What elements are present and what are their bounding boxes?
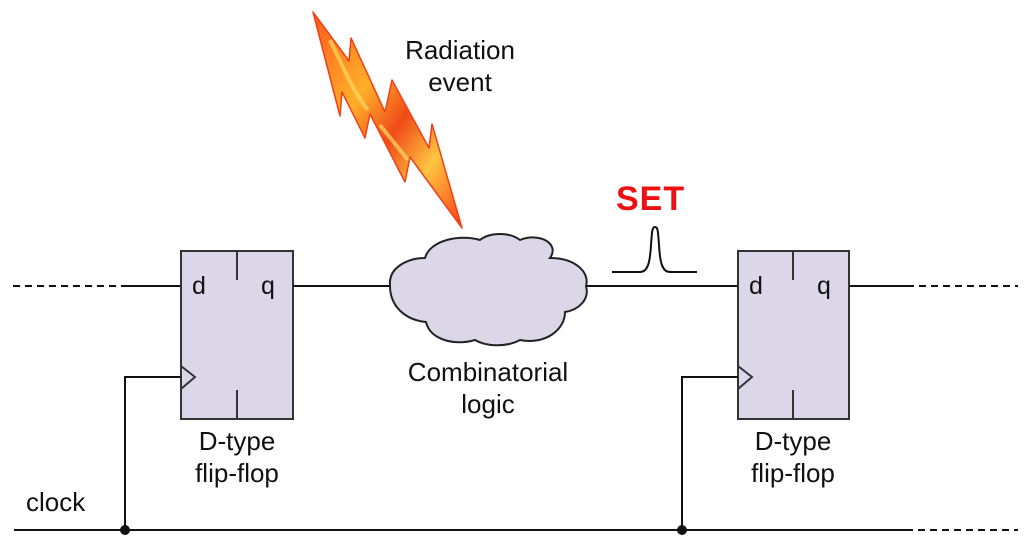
flipflop-right	[737, 250, 850, 420]
cloud-icon	[388, 233, 588, 347]
combinatorial-label-line1: Combinatorial	[407, 357, 569, 387]
combinatorial-label-line2: logic	[461, 389, 515, 419]
radiation-label: Radiation event	[380, 34, 540, 98]
clock-triangle-icon	[180, 365, 197, 390]
combinatorial-label: Combinatorial logic	[378, 356, 598, 420]
radiation-label-line2: event	[428, 67, 492, 97]
ff-left-label-line1: D-type	[198, 426, 276, 456]
junction-dot-right	[677, 525, 687, 535]
clock-label: clock	[26, 487, 86, 517]
junction-dot-left	[120, 525, 130, 535]
ff-left-label-line2: flip-flop	[195, 458, 279, 488]
set-label: SET	[616, 180, 686, 218]
radiation-label-line1: Radiation	[405, 35, 515, 65]
ff-right-label-line2: flip-flop	[751, 458, 835, 488]
ff-right-d-pin: d	[749, 272, 763, 300]
ff-left-d-pin: d	[192, 272, 206, 300]
clock-triangle-icon	[737, 365, 754, 390]
ff-right-label-line1: D-type	[754, 426, 832, 456]
ff-right-label: D-type flip-flop	[713, 425, 873, 489]
lightning-bolt-icon	[312, 11, 463, 229]
pulse-waveform-icon	[612, 225, 697, 273]
ff-left-q-pin: q	[261, 272, 275, 300]
flipflop-left	[180, 250, 294, 420]
ff-left-label: D-type flip-flop	[157, 425, 317, 489]
clock-branch-left	[124, 376, 181, 530]
ff-right-q-pin: q	[817, 272, 831, 300]
clock-branch-right	[681, 376, 738, 530]
